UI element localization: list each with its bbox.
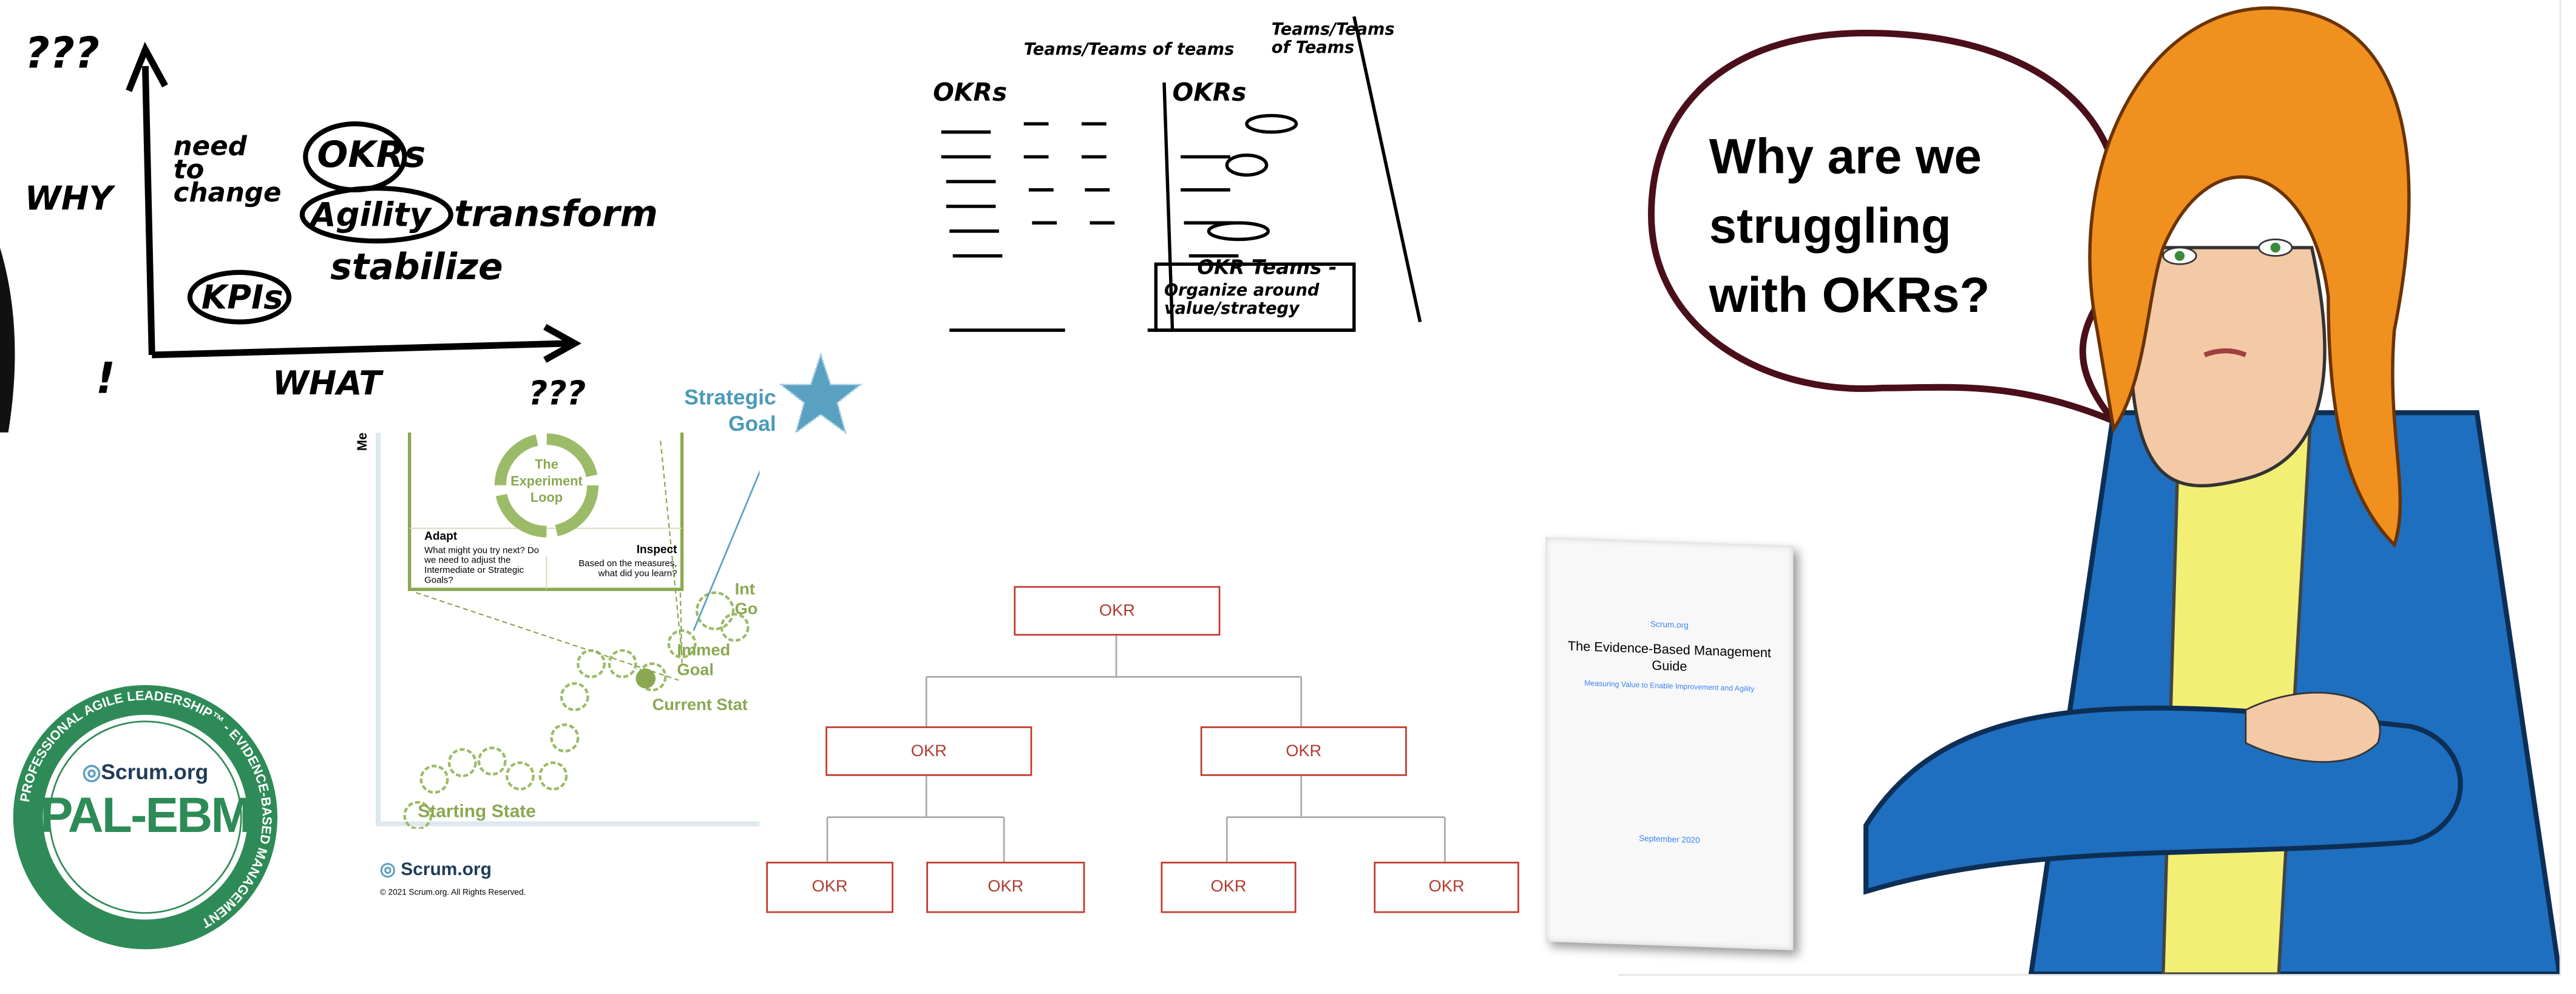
okr-level3: OKR — [1161, 862, 1296, 913]
scrum-logo: ◎ Scrum.org — [380, 859, 492, 880]
speech-bubble-text: Why are we struggling with OKRs? — [1709, 130, 1990, 324]
adapt-text: What might you try next? Do we need to a… — [424, 546, 539, 586]
teams-sketch: Teams/Teams of teams Teams/Teams of Team… — [933, 8, 1428, 339]
businesswoman-illustration — [1648, 6, 2560, 975]
okr-level3: OKR — [1374, 862, 1519, 913]
starting-state-label: Starting State — [418, 802, 536, 822]
experiment-loop-diagram: Me The Experiment Loop A — [355, 432, 760, 911]
character-panel: Why are we struggling with OKRs? — [1618, 0, 2561, 976]
okr-root: OKR — [1014, 586, 1221, 636]
strategic-goal-label: Strategic Goal — [684, 384, 776, 436]
teams-header-right: Teams/Teams of Teams — [1271, 21, 1395, 58]
scrum-logo-icon: ◎ — [379, 860, 396, 881]
badge-logo: ◎Scrum.org — [8, 759, 283, 786]
why-what-sketch: ??? WHY need to change OKRs Agility tran… — [0, 0, 658, 433]
stabilize-label: stabilize — [330, 248, 503, 289]
loop-title: The Experiment Loop — [510, 457, 583, 505]
adapt-title: Adapt — [424, 532, 458, 544]
star-icon — [778, 352, 863, 435]
agility-label: Agility — [310, 195, 431, 235]
sketch-lines — [941, 16, 1422, 332]
badge-ring: PROFESSIONAL AGILE LEADERSHIP™ - EVIDENC… — [13, 685, 278, 950]
need-to-change: need to change — [173, 130, 282, 208]
organize-text: Organize around value/strategy — [1164, 282, 1320, 319]
teams-header-left: Teams/Teams of teams — [1023, 41, 1235, 59]
intermediate-goal-label: Int Go — [734, 581, 758, 620]
scrum-logo-text: Scrum.org — [401, 860, 492, 881]
scrum-logo-icon: ◎ — [82, 759, 101, 785]
okr-level2: OKR — [825, 726, 1032, 776]
okrs-label: OKRs — [317, 135, 426, 177]
immediate-goal-label: Immed Goal — [677, 642, 731, 680]
okr-level3: OKR — [926, 862, 1085, 913]
loop-graphic — [375, 432, 760, 829]
okr-teams: OKR Teams - — [1197, 255, 1337, 279]
exclamation: ! — [95, 354, 116, 405]
question-marks: ??? — [24, 29, 100, 79]
transform-label: transform — [454, 195, 658, 237]
inspect-title: Inspect — [636, 544, 677, 556]
sketch-axes — [0, 41, 581, 433]
what-label: WHAT — [272, 363, 382, 403]
kpis-label: KPIs — [201, 277, 283, 317]
okrs-right: OKRs — [1172, 77, 1247, 107]
why-label: WHY — [24, 178, 113, 218]
okrs-left: OKRs — [933, 77, 1008, 107]
inspect-text: Based on the measures, what did you lear… — [578, 560, 677, 580]
copyright: © 2021 Scrum.org. All Rights Reserved. — [379, 888, 526, 898]
pal-ebm-badge: PROFESSIONAL AGILE LEADERSHIP™ - EVIDENC… — [8, 680, 283, 955]
okr-level2: OKR — [1200, 726, 1407, 776]
okr-level3: OKR — [766, 862, 893, 913]
current-state-label: Current Stat — [652, 697, 748, 715]
question-marks-right: ??? — [528, 373, 586, 413]
okr-tree-connectors — [826, 632, 1446, 862]
badge-logo-text: Scrum.org — [101, 759, 209, 785]
badge-label: PAL-EBM — [40, 789, 252, 844]
